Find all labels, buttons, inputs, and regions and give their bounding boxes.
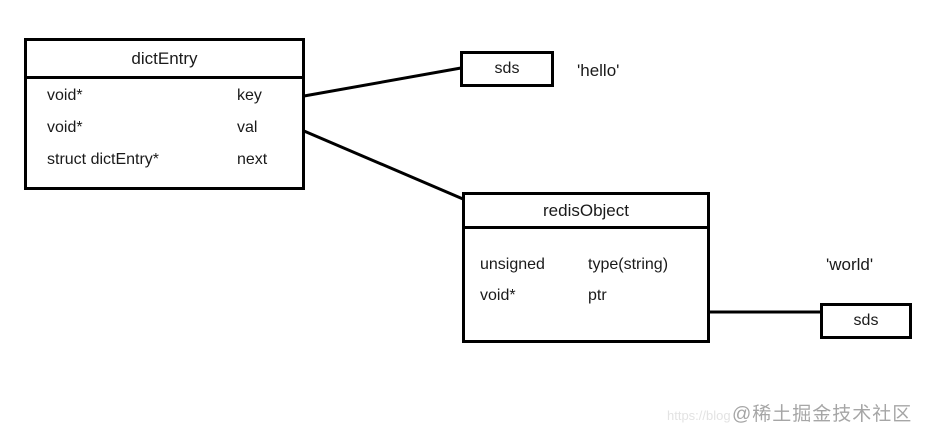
field-name: val <box>237 119 258 136</box>
field-row: void* key <box>47 80 302 112</box>
sds-hello-box: sds <box>460 51 554 87</box>
watermark-url-text: https://blog <box>667 408 731 423</box>
dictentry-box: dictEntry void* key void* val struct dic… <box>24 38 305 190</box>
connector-key-to-sds <box>303 66 462 98</box>
field-row: void* ptr <box>480 280 707 311</box>
field-name: ptr <box>588 286 607 304</box>
field-row: struct dictEntry* next <box>47 144 302 176</box>
sds-world-box: sds <box>820 303 912 339</box>
field-type: void* <box>47 87 83 104</box>
dictentry-title: dictEntry <box>27 41 302 79</box>
dictentry-fields: void* key void* val struct dictEntry* ne… <box>27 79 302 176</box>
redisobject-title: redisObject <box>465 195 707 229</box>
field-type: void* <box>480 286 516 304</box>
field-row: void* val <box>47 112 302 144</box>
field-type: unsigned <box>480 255 545 273</box>
redisobject-box: redisObject unsigned type(string) void* … <box>462 192 710 343</box>
field-name: type(string) <box>588 255 669 273</box>
field-name: key <box>237 87 262 104</box>
world-value-label: 'world' <box>826 255 874 274</box>
hello-value-label: 'hello' <box>577 61 620 80</box>
field-row: unsigned type(string) <box>480 249 707 280</box>
field-name: next <box>237 151 268 168</box>
connector-val-to-redisobject <box>303 129 464 201</box>
field-type: void* <box>47 119 83 136</box>
watermark-community-text: @稀土掘金技术社区 <box>732 404 913 425</box>
redisobject-fields: unsigned type(string) void* ptr <box>465 229 707 311</box>
field-type: struct dictEntry* <box>47 151 160 168</box>
